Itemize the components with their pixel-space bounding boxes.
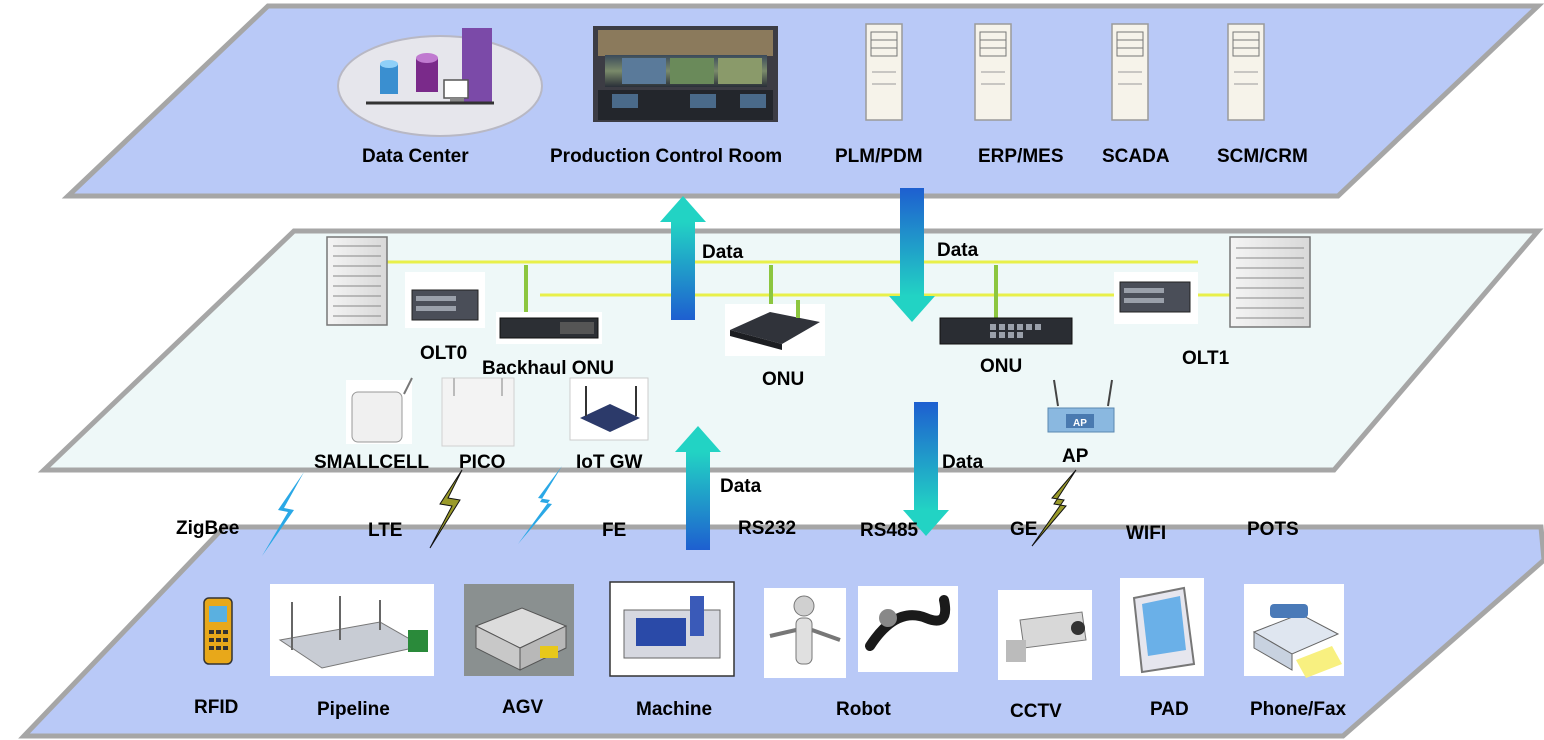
data-flow-label-up-bottom: Data <box>720 476 762 497</box>
olt0-rack-icon <box>326 236 388 326</box>
rfid-icon <box>203 597 233 665</box>
pico-label: PICO <box>459 452 506 473</box>
data-arrow-up-bottom <box>675 426 721 550</box>
pipeline-icon <box>270 584 434 676</box>
scada-server-icon <box>1111 23 1149 121</box>
scm-crm-label: SCM/CRM <box>1217 146 1308 167</box>
machine-label: Machine <box>636 699 713 720</box>
data-flow-label-down-top: Data <box>937 240 979 261</box>
lte-label: LTE <box>368 520 403 541</box>
data-center-label: Data Center <box>362 146 469 167</box>
olt1-chassis-icon <box>1114 272 1198 324</box>
phone-fax-icon <box>1244 584 1344 678</box>
lte-lightning-icon <box>429 469 463 549</box>
iot-gw-icon <box>569 377 649 441</box>
pad-label: PAD <box>1150 699 1189 720</box>
zigbee-label: ZigBee <box>176 518 240 539</box>
ap-icon <box>1047 379 1115 433</box>
rfid-label: RFID <box>194 697 239 718</box>
wifi-label: WIFI <box>1126 523 1167 544</box>
smallcell-icon <box>346 377 413 444</box>
ap-badge: AP <box>1073 418 1087 429</box>
cctv-icon <box>998 590 1092 680</box>
data-flow-label-down-bottom: Data <box>942 452 984 473</box>
cctv-label: CCTV <box>1010 701 1062 722</box>
erp-mes-label: ERP/MES <box>978 146 1064 167</box>
robot-arm-icon <box>764 588 846 678</box>
onu-left-icon <box>725 300 825 356</box>
machine-icon <box>609 581 735 677</box>
olt0-chassis-icon <box>405 272 485 328</box>
pad-icon <box>1120 578 1204 676</box>
onu-right-label: ONU <box>980 356 1023 377</box>
top-plane <box>61 3 1544 199</box>
onu-left-label: ONU <box>762 369 805 390</box>
phone-fax-label: Phone/Fax <box>1250 699 1347 720</box>
ap-label: AP <box>1062 446 1089 467</box>
data-flow-label-up-top: Data <box>702 242 744 263</box>
backhaul-onu-icon <box>496 312 602 344</box>
erp-mes-server-icon <box>974 23 1012 121</box>
ge-lightning-icon <box>1031 469 1077 547</box>
control-room-icon <box>593 26 778 122</box>
data-arrow-up-top <box>660 196 706 320</box>
scada-label: SCADA <box>1102 146 1170 167</box>
olt1-rack-icon <box>1229 236 1311 328</box>
olt0-label: OLT0 <box>420 343 468 364</box>
plm-pdm-label: PLM/PDM <box>835 146 923 167</box>
ge-label: GE <box>1010 519 1038 540</box>
data-center-icon <box>337 28 543 137</box>
fe-label: FE <box>602 520 627 541</box>
iot-gw-label: IoT GW <box>576 452 643 473</box>
data-arrow-down-bottom <box>903 402 949 536</box>
pots-label: POTS <box>1247 519 1299 540</box>
data-arrow-down-top <box>889 188 935 322</box>
rs485-label: RS485 <box>860 520 919 541</box>
backhaul-onu-label: Backhaul ONU <box>482 358 614 379</box>
agv-label: AGV <box>502 697 544 718</box>
onu-right-icon <box>939 317 1073 345</box>
olt1-label: OLT1 <box>1182 348 1230 369</box>
scm-crm-server-icon <box>1227 23 1265 121</box>
smallcell-label: SMALLCELL <box>314 452 430 473</box>
agv-icon <box>464 584 574 676</box>
rs232-label: RS232 <box>738 518 797 539</box>
control-room-label: Production Control Room <box>550 146 783 167</box>
pipeline-label: Pipeline <box>317 699 390 720</box>
pico-icon <box>441 377 515 447</box>
robot-label: Robot <box>836 699 891 720</box>
robot-hand-icon <box>858 586 958 672</box>
plm-pdm-server-icon <box>865 23 903 121</box>
